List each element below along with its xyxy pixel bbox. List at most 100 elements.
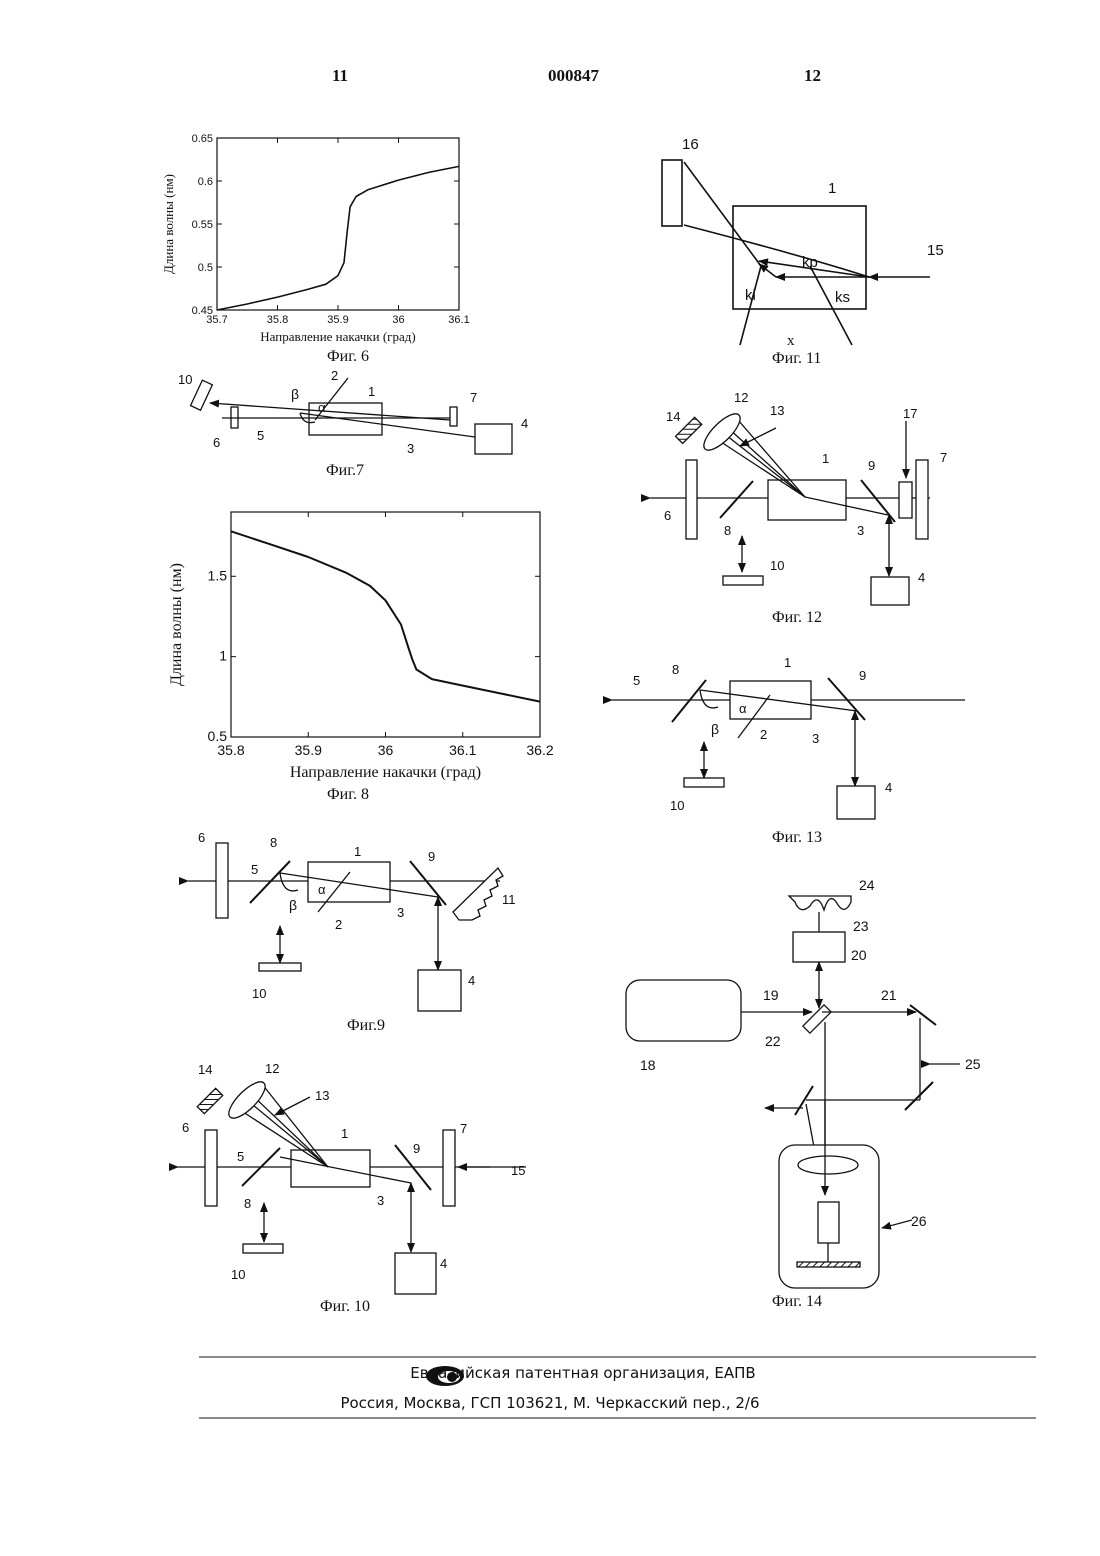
y-tick-label: 0.55 (192, 219, 213, 231)
x-tick-label: 36 (392, 314, 404, 326)
fig10-detector-10 (243, 1244, 283, 1253)
y-tick-label: 1 (219, 648, 227, 664)
fig10-label: 1 (341, 1126, 348, 1141)
y-axis-label: Длина волны (нм) (161, 174, 176, 274)
fig12-detector-10 (723, 576, 763, 585)
x-tick-label: 35.8 (217, 742, 244, 758)
fig12-pump-4 (871, 577, 909, 605)
fig10-crystal-1 (291, 1150, 370, 1187)
plot-frame (217, 138, 459, 310)
fig9-label: 9 (428, 849, 435, 864)
fig13-label: β (711, 721, 719, 737)
fig9-label: 6 (198, 830, 205, 845)
fig12-label: 10 (770, 558, 784, 573)
fig10-label: 3 (377, 1193, 384, 1208)
y-tick-label: 0.45 (192, 305, 213, 317)
fig9-label: 1 (354, 844, 361, 859)
fig9-label: α (318, 882, 326, 897)
fig10-label: 7 (460, 1121, 467, 1136)
fig12-lens-12 (699, 409, 746, 456)
fig10-label: 9 (413, 1141, 420, 1156)
fig10-pump-4 (395, 1253, 436, 1294)
diagram-fig11 (662, 160, 930, 345)
fig13-mirror-9 (828, 678, 865, 720)
fig9-label: 2 (335, 917, 342, 932)
fig7-pump-4 (475, 424, 512, 454)
y-tick-label: 1.5 (208, 567, 228, 583)
fig13-label: 1 (784, 655, 791, 670)
fig12-mirror-7 (916, 460, 928, 539)
y-tick-label: 0.5 (198, 262, 213, 274)
fig14-label: 24 (859, 877, 875, 893)
diagram-fig13 (612, 678, 965, 819)
diagram-fig14 (626, 896, 960, 1288)
caption-fig9: Фиг.9 (347, 1017, 385, 1035)
caption-fig11: Фиг. 11 (772, 350, 821, 368)
x-axis-label: Направление накачки (град) (290, 764, 481, 781)
fig7-label: 7 (470, 390, 477, 405)
fig7-label: β (291, 386, 299, 402)
diagram-fig7 (191, 378, 512, 454)
fig7-label: α (318, 400, 326, 415)
fig12-label: 9 (868, 458, 875, 473)
fig10-label: 13 (315, 1088, 329, 1103)
fig9-label: 3 (397, 905, 404, 920)
fig12-label: 14 (666, 409, 680, 424)
fig14-label: 19 (763, 987, 779, 1003)
fig14-holder (818, 1202, 839, 1243)
fig12-mirror-8 (720, 481, 753, 518)
fig14-label: 20 (851, 947, 867, 963)
fig14-element-23 (793, 932, 845, 962)
fig10-label: 8 (244, 1196, 251, 1211)
fig14-label: 21 (881, 987, 897, 1003)
fig13-detector-10 (684, 778, 724, 787)
fig12-label: 6 (664, 508, 671, 523)
fig11-label: 16 (682, 136, 699, 153)
fig12-element-17 (899, 482, 912, 518)
fig9-label: 11 (502, 892, 516, 907)
fig10-mirror-7 (443, 1130, 455, 1206)
fig14-label: 18 (640, 1057, 656, 1073)
fig10-label: 10 (231, 1267, 245, 1282)
fig11-label: kp (802, 254, 818, 271)
fig7-label: 2 (331, 368, 338, 383)
fig14-label: 23 (853, 918, 869, 934)
chart-fig6: 35.735.835.93636.10.450.50.550.60.65Напр… (161, 133, 470, 344)
fig7-label: 5 (257, 428, 264, 443)
fig12-label: 4 (918, 570, 925, 585)
fig7-label: 3 (407, 441, 414, 456)
fig13-label: 9 (859, 668, 866, 683)
series-line (217, 166, 459, 310)
caption-fig12: Фиг. 12 (772, 609, 822, 627)
fig13-label: 4 (885, 780, 892, 795)
diagram-fig12 (650, 409, 930, 605)
fig11-screen-16 (662, 160, 682, 226)
fig14-label: 25 (965, 1056, 981, 1072)
caption-fig14: Фиг. 14 (772, 1293, 822, 1311)
fig13-label: 10 (670, 798, 684, 813)
fig7-element-10 (191, 380, 213, 410)
fig9-pump-4 (418, 970, 461, 1011)
fig10-label: 14 (198, 1062, 212, 1077)
fig9-label: 8 (270, 835, 277, 850)
fig9-detector-10 (259, 963, 301, 971)
fig12-label: 12 (734, 390, 748, 405)
fig13-mirror-8 (672, 680, 706, 722)
fig12-label: 17 (903, 406, 917, 421)
diagram-fig10 (178, 1077, 526, 1294)
fig11-label: ki (745, 287, 756, 304)
caption-fig10: Фиг. 10 (320, 1298, 370, 1316)
fig9-label: 10 (252, 986, 266, 1001)
caption-fig13: Фиг. 13 (772, 829, 822, 847)
fig12-label: 7 (940, 450, 947, 465)
fig10-label: 12 (265, 1061, 279, 1076)
fig7-element-7 (450, 407, 457, 426)
caption-fig6: Фиг. 6 (327, 348, 369, 366)
fig13-label: 3 (812, 731, 819, 746)
diagram-fig9 (188, 843, 503, 1011)
fig11-label: 1 (828, 180, 836, 197)
footer-address: Россия, Москва, ГСП 103621, М. Черкасски… (0, 1394, 1100, 1412)
fig9-label: 4 (468, 973, 475, 988)
x-tick-label: 35.9 (295, 742, 322, 758)
